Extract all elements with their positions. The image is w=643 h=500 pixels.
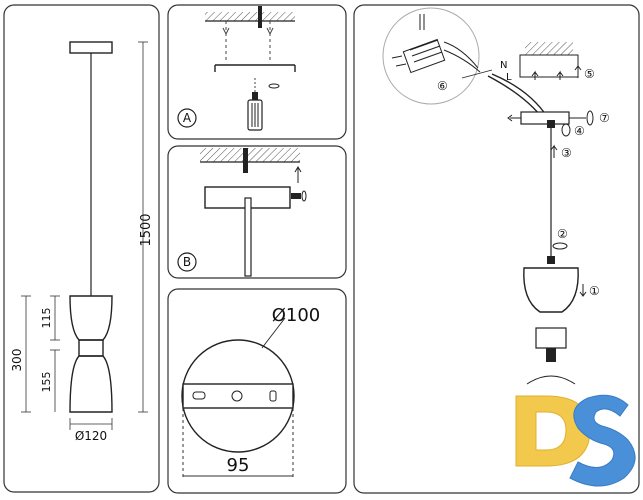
upper-shade xyxy=(69,295,113,341)
dim-canopy-diameter: Ø100 xyxy=(272,305,321,326)
ds-logo xyxy=(515,394,636,487)
step-1: ① xyxy=(589,284,600,298)
assembly-lower-band xyxy=(535,327,567,349)
step-2: ② xyxy=(557,227,568,241)
ceiling-screw xyxy=(258,6,262,28)
dim-bracket-width: 95 xyxy=(227,455,250,476)
dim-shade-diameter: Ø120 xyxy=(75,429,107,443)
bracket-plate xyxy=(182,383,294,409)
assembly-shade xyxy=(523,267,579,313)
dim-lower-height: 155 xyxy=(40,372,53,393)
panel-canopy-top-view: Ø100 95 xyxy=(167,288,347,494)
step-5: ⑤ xyxy=(584,67,595,81)
screwdriver-icon xyxy=(247,92,263,131)
assembly-canopy xyxy=(520,111,570,125)
panel-step-a: A xyxy=(167,4,347,140)
step-label-b: B xyxy=(183,255,191,269)
panel-step-b: B xyxy=(167,145,347,279)
logo-letter-s xyxy=(569,394,636,487)
dim-upper-height: 115 xyxy=(40,308,53,329)
canopy-disc xyxy=(181,339,295,453)
dim-shade-height: 300 xyxy=(10,349,24,372)
step-3: ③ xyxy=(561,146,572,160)
step-6: ⑥ xyxy=(437,79,448,93)
middle-band xyxy=(78,339,104,357)
step-label-a: A xyxy=(183,111,192,125)
lower-shade xyxy=(69,355,113,413)
wire-label-l: L xyxy=(506,72,512,83)
panel-dimensions: 1500 300 115 155 Ø120 xyxy=(3,4,160,493)
panel-assembly: N L ⑥ ⑤ ⑦ ④ ③ ② ① xyxy=(353,4,640,494)
canopy xyxy=(69,41,113,54)
step-7: ⑦ xyxy=(599,111,610,125)
dim-total-height: 1500 xyxy=(139,213,154,246)
step-4: ④ xyxy=(574,124,585,138)
wire-label-n: N xyxy=(500,60,507,71)
